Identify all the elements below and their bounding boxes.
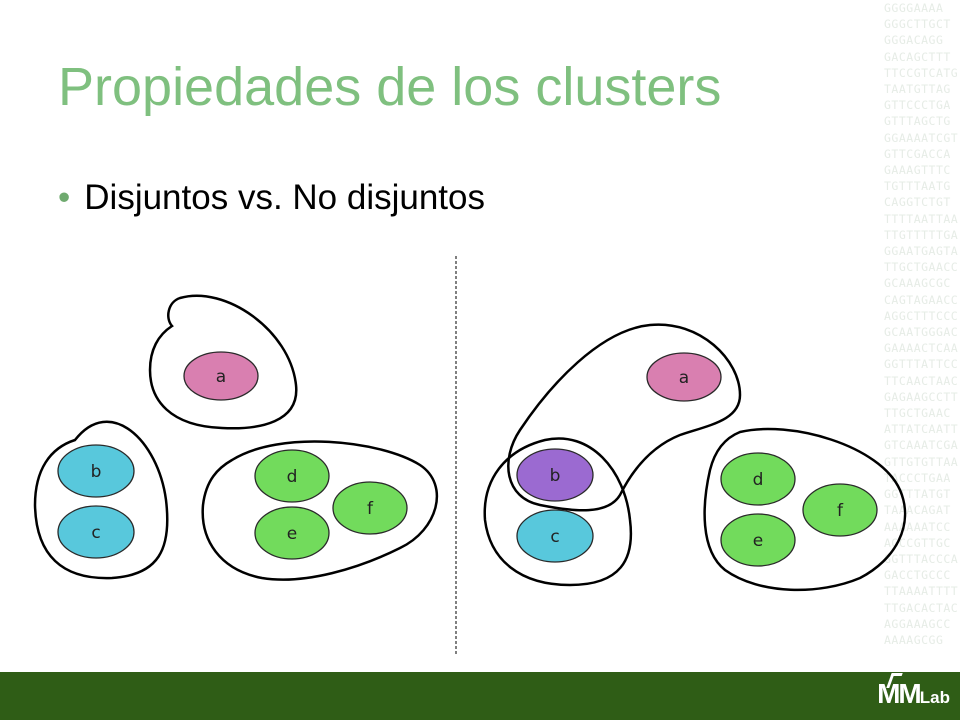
dna-line: ATTATCAATT (884, 422, 959, 437)
dna-line: TTCCGTCATG (884, 65, 959, 80)
disjoint-node-ellipse-d (254, 449, 330, 503)
dna-line: AAAAAATCC (884, 519, 951, 534)
disjoint-node-ellipse-e (254, 506, 330, 560)
dna-line: GTTGTGTTAA (884, 454, 959, 469)
disjoint-node-f: f (332, 481, 408, 535)
dna-line: GACAGCTTT (884, 49, 951, 64)
overlapping-node-c: c (516, 509, 594, 563)
dna-line: GACCTGCCC (884, 568, 951, 583)
disjoint-cluster-outline-a (148, 294, 298, 430)
disjoint-node-b: b (57, 444, 135, 498)
overlapping-node-e: e (720, 513, 796, 567)
overlapping-node-b: b (516, 448, 594, 502)
dna-line: GTCAAATCGA (884, 438, 959, 453)
disjoint-node-c: c (57, 505, 135, 559)
overlapping-panel (483, 323, 907, 592)
overlapping-node-ellipse-b (516, 448, 594, 502)
dna-line: GGGGAAAA (884, 1, 944, 15)
overlapping-node-label-f: f (837, 501, 844, 521)
dna-line: CAGTAGAACC (884, 292, 959, 307)
overlapping-node-a: a (646, 352, 722, 402)
dna-line: AGGCTTTCCC (884, 308, 959, 323)
disjoint-node-ellipse-b (57, 444, 135, 498)
dna-line: TTAAAATTTT (884, 584, 959, 599)
mmlab-logo: MMLab (877, 673, 950, 710)
dna-line: TAAACAGAT (884, 503, 951, 518)
dna-line: GGGCTTGCT (884, 17, 951, 32)
dna-line: TACCCTGAA (884, 470, 951, 485)
disjoint-cluster-outline-bc (33, 420, 169, 580)
dna-line: CAGGTCTGT (884, 195, 951, 210)
cluster-diagram: a b c d e f a b c d e f (33, 256, 907, 655)
dna-line: TTGACACTAC (884, 600, 959, 615)
overlapping-cluster-outline-bc (483, 437, 633, 587)
disjoint-node-label-b: b (91, 462, 102, 482)
bullet-item: • Disjuntos vs. No disjuntos (58, 178, 485, 218)
dna-line: TTTTAATTAA (884, 211, 959, 226)
disjoint-node-a: a (183, 351, 259, 401)
overlapping-node-label-b: b (550, 466, 561, 486)
dna-line: GAAAGTTTC (884, 163, 951, 178)
disjoint-node-d: d (254, 449, 330, 503)
disjoint-node-ellipse-f (332, 481, 408, 535)
logo-suffix-text: Lab (919, 688, 950, 707)
overlapping-cluster-outline-def (703, 427, 907, 592)
overlapping-node-label-d: d (753, 470, 764, 490)
overlapping-cluster-outline-ab (507, 323, 742, 512)
disjoint-node-label-e: e (287, 524, 297, 544)
disjoint-node-label-a: a (216, 367, 226, 387)
overlapping-node-ellipse-d (720, 452, 796, 506)
dna-line: TAATGTTAG (884, 82, 951, 97)
dna-line: TTGCTGAACC (884, 260, 959, 275)
bullet-dot: • (58, 178, 71, 217)
footer-bar: MMLab (0, 672, 960, 720)
dna-line: GTTCGACCA (884, 146, 951, 161)
dna-line: GGAATGAGTA (884, 244, 959, 259)
dna-line: GCAAAGCGC (884, 276, 951, 291)
disjoint-node-ellipse-a (183, 351, 259, 401)
disjoint-node-label-c: c (91, 523, 100, 543)
slide-title: Propiedades de los clusters (58, 57, 722, 117)
dna-line: TTGTTTTTGA (884, 227, 959, 242)
disjoint-cluster-outline-def (201, 440, 439, 581)
nodes-layer: a b c d e f a b c d e f (57, 351, 878, 567)
dna-line: TGTTTAATG (884, 179, 951, 194)
dna-line: GAAAACTCAA (884, 341, 959, 356)
dna-line: GGTTTACCCA (884, 551, 959, 566)
disjoint-panel (33, 294, 439, 581)
bullet-text: Disjuntos vs. No disjuntos (84, 178, 485, 217)
disjoint-node-label-d: d (287, 467, 298, 487)
dna-line: GGGACAGG (884, 33, 944, 48)
dna-line: GGTTTATTCC (884, 357, 959, 372)
dna-line: TTCAACTAAC (884, 373, 959, 388)
dna-line: AGGAAAGCC (884, 616, 951, 631)
overlapping-node-ellipse-e (720, 513, 796, 567)
disjoint-node-label-f: f (367, 499, 374, 519)
overlapping-node-f: f (802, 483, 878, 537)
logo-main-text: MM (877, 678, 922, 709)
dna-line: GAGAAGCCTT (884, 389, 959, 404)
overlapping-node-ellipse-c (516, 509, 594, 563)
dna-line: GTTTAGCTG (884, 114, 951, 129)
overlapping-node-label-e: e (753, 531, 763, 551)
dna-line: GCAATGGGAC (884, 325, 959, 340)
overlapping-node-ellipse-f (802, 483, 878, 537)
disjoint-node-ellipse-c (57, 505, 135, 559)
overlapping-node-label-c: c (550, 527, 559, 547)
overlapping-node-d: d (720, 452, 796, 506)
dna-line: GGAAAATCGT (884, 130, 959, 145)
dna-line: GTTCCCTGA (884, 98, 951, 113)
dna-line: TTGCTGAAC (884, 406, 951, 421)
overlapping-node-label-a: a (679, 368, 689, 388)
disjoint-node-e: e (254, 506, 330, 560)
dna-line: AAAAGCGG (884, 632, 944, 647)
overlapping-node-ellipse-a (646, 352, 722, 402)
